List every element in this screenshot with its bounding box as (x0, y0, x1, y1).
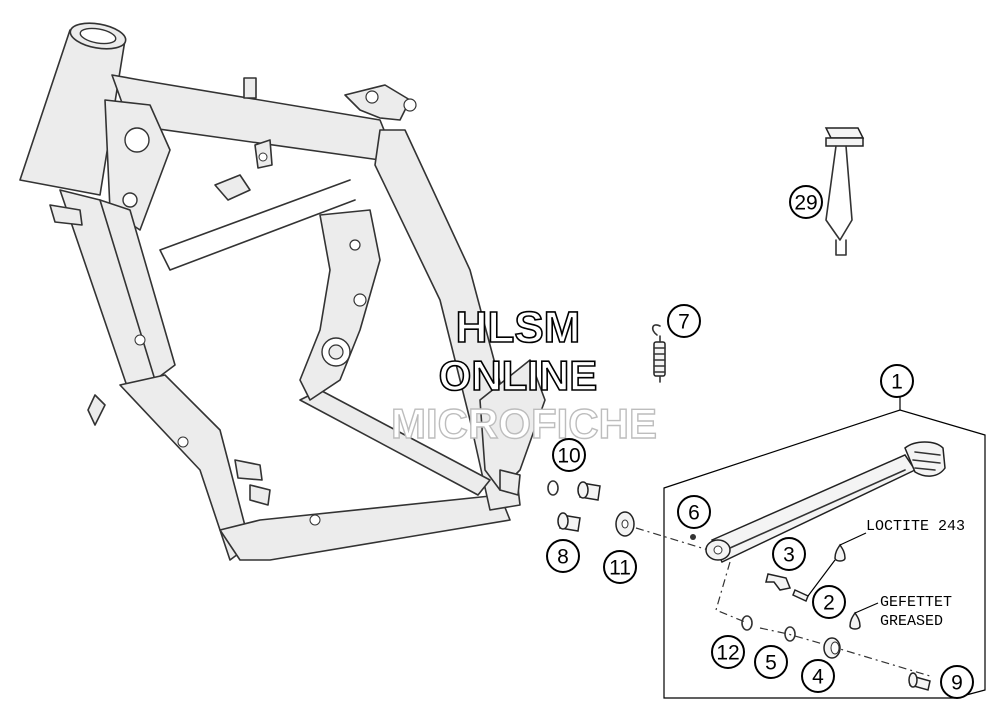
part-7-spring (651, 324, 666, 383)
svg-text:4: 4 (812, 666, 824, 689)
svg-text:8: 8 (557, 546, 569, 569)
callout-2: 2 (812, 585, 846, 619)
callout-9: 9 (940, 665, 974, 699)
watermark-line1: HLSM (456, 303, 581, 352)
svg-text:10: 10 (557, 445, 580, 468)
svg-text:9: 9 (951, 672, 963, 695)
svg-text:5: 5 (765, 652, 777, 675)
note-loctite: LOCTITE 243 (866, 518, 965, 535)
callout-4: 4 (801, 659, 835, 693)
watermark: HLSM ONLINE MICROFICHE (390, 302, 657, 448)
notes: LOCTITE 243 GEFETTET GREASED (866, 518, 965, 630)
svg-text:11: 11 (609, 557, 631, 580)
part-29-drawing (824, 127, 865, 256)
svg-text:3: 3 (783, 544, 795, 567)
svg-text:7: 7 (678, 311, 690, 334)
stand-assembly (663, 396, 986, 699)
callout-10: 10 (552, 438, 586, 472)
small-parts-left (547, 480, 716, 553)
callout-1: 1 (880, 364, 914, 398)
callout-6: 6 (677, 495, 711, 529)
svg-text:12: 12 (716, 642, 739, 665)
callout-12: 12 (711, 635, 745, 669)
callout-3: 3 (772, 537, 806, 571)
callout-11: 11 (603, 550, 637, 584)
watermark-line3: MICROFICHE (391, 400, 657, 447)
note-greased: GREASED (880, 613, 943, 630)
callout-7: 7 (667, 304, 701, 338)
callout-29: 29 (789, 185, 823, 219)
note-gefettet: GEFETTET (880, 594, 952, 611)
callout-5: 5 (754, 645, 788, 679)
callout-8: 8 (546, 539, 580, 573)
frame-drawing (19, 22, 546, 561)
svg-text:29: 29 (794, 192, 817, 215)
svg-text:2: 2 (823, 592, 835, 615)
svg-text:1: 1 (891, 371, 903, 394)
watermark-line2: ONLINE (439, 352, 598, 399)
svg-text:6: 6 (688, 502, 700, 525)
